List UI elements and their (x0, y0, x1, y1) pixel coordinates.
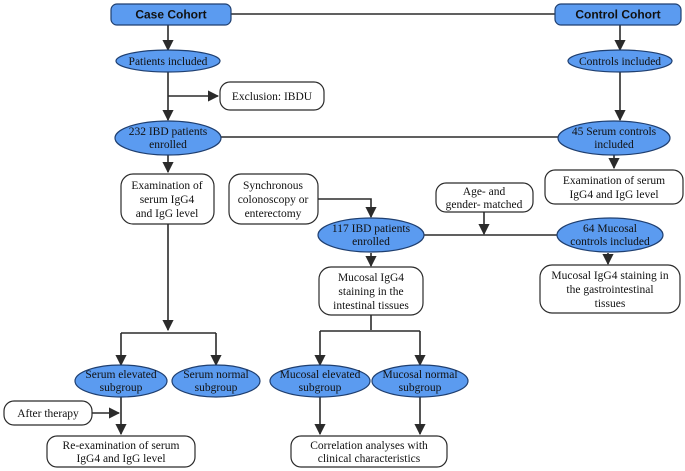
exam-serum-control-line1: Examination of serum (563, 175, 665, 187)
ibd-232-node: 232 IBD patients enrolled (114, 120, 222, 156)
exam-serum-case-line2: serum IgG4 (140, 194, 195, 206)
ibd-232-line1: 232 IBD patients (129, 126, 208, 138)
case-cohort-node: Case Cohort (110, 3, 232, 26)
correlation-node: Correlation analyses with clinical chara… (290, 435, 448, 468)
exam-serum-case-line3: and IgG level (136, 208, 199, 220)
serum-normal-node: Serum normal subgroup (171, 364, 261, 398)
mucosal-staining-control-line3: tissues (595, 298, 626, 310)
exam-serum-control-line2: IgG4 and IgG level (569, 189, 658, 201)
mucosal-staining-control-line2: the gastrointestinal (566, 284, 653, 296)
serum-elevated-line1: Serum elevated (85, 369, 156, 381)
synchronous-line3: enterectomy (245, 208, 302, 220)
after-therapy-node: After therapy (3, 400, 93, 426)
mucosal-staining-control-node: Mucosal IgG4 staining in the gastrointes… (539, 264, 681, 314)
synchronous-line2: colonoscopy or (238, 194, 309, 206)
case-cohort-label: Case Cohort (135, 8, 206, 22)
serum-elevated-line2: subgroup (100, 382, 143, 394)
mucosal-controls-64-line1: 64 Mucosal (583, 223, 637, 235)
after-therapy-label: After therapy (17, 408, 79, 420)
synchronous-line1: Synchronous (243, 180, 304, 192)
correlation-line2: clinical characteristics (318, 453, 421, 465)
mucosal-staining-case-line3: intestinal tissues (333, 300, 409, 312)
patients-included-node: Patients included (115, 49, 221, 73)
reexam-line2: IgG4 and IgG level (76, 453, 165, 465)
mucosal-controls-64-node: 64 Mucosal controls included (556, 217, 664, 253)
ibd-117-line2: enrolled (352, 236, 390, 248)
serum-elevated-node: Serum elevated subgroup (74, 364, 168, 398)
control-cohort-label: Control Cohort (575, 8, 660, 22)
mucosal-normal-line2: subgroup (399, 382, 442, 394)
mucosal-controls-64-line2: controls included (570, 236, 650, 248)
correlation-line1: Correlation analyses with (310, 440, 428, 452)
mucosal-staining-case-line1: Mucosal IgG4 (338, 272, 404, 284)
mucosal-staining-case-line2: staining in the (338, 286, 403, 298)
controls-included-label: Controls included (579, 56, 661, 68)
edges (92, 13, 626, 436)
patients-included-label: Patients included (129, 56, 208, 68)
serum-normal-line1: Serum normal (183, 369, 248, 381)
exclusion-label: Exclusion: IBDU (232, 91, 313, 103)
mucosal-normal-line1: Mucosal normal (382, 369, 457, 381)
mucosal-staining-case-node: Mucosal IgG4 staining in the intestinal … (318, 266, 424, 316)
exam-serum-case-line1: Examination of (131, 180, 202, 192)
ibd-232-line2: enrolled (149, 139, 187, 151)
mucosal-staining-control-line1: Mucosal IgG4 staining in (551, 270, 668, 282)
age-gender-node: Age- and gender- matched (435, 182, 534, 213)
exam-serum-control-node: Examination of serum IgG4 and IgG level (544, 169, 684, 205)
serum-controls-45-node: 45 Serum controls included (557, 120, 671, 156)
mucosal-elevated-line2: subgroup (299, 382, 342, 394)
exam-serum-case-node: Examination of serum IgG4 and IgG level (120, 173, 215, 225)
controls-included-node: Controls included (567, 49, 673, 73)
ibd-117-line1: 117 IBD patients (332, 223, 411, 235)
mucosal-elevated-node: Mucosal elevated subgroup (269, 364, 371, 398)
reexam-node: Re-examination of serum IgG4 and IgG lev… (46, 435, 196, 468)
synchronous-node: Synchronous colonoscopy or enterectomy (228, 173, 319, 225)
serum-normal-line2: subgroup (195, 382, 238, 394)
edge-sync-117 (318, 198, 377, 219)
age-gender-line2: gender- matched (446, 199, 523, 211)
ibd-117-node: 117 IBD patients enrolled (317, 217, 425, 253)
serum-controls-45-line1: 45 Serum controls (572, 126, 657, 138)
reexam-line1: Re-examination of serum (63, 440, 180, 452)
mucosal-normal-node: Mucosal normal subgroup (371, 364, 469, 398)
age-gender-line1: Age- and (463, 186, 506, 198)
control-cohort-node: Control Cohort (554, 3, 682, 26)
exclusion-node: Exclusion: IBDU (219, 81, 325, 111)
serum-controls-45-line2: included (594, 139, 634, 151)
mucosal-elevated-line1: Mucosal elevated (280, 369, 361, 381)
